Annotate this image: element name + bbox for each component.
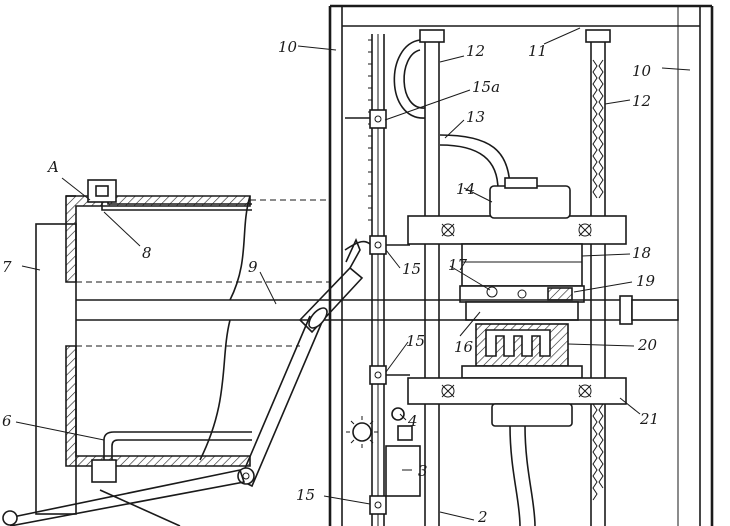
label-16: 16 [454,338,474,356]
left-vessel [35,179,330,515]
clamps [344,109,410,515]
label-a: A [46,158,59,176]
label-9: 9 [248,258,258,276]
label-13: 13 [466,108,485,126]
label-3: 3 [418,462,428,480]
label-12-left: 12 [466,42,485,60]
label-6: 6 [2,412,12,430]
mold-assembly [459,285,585,379]
label-15-upper: 15 [402,260,421,278]
leader-lines [15,27,691,521]
rack-column [368,34,385,526]
label-7: 7 [2,258,12,276]
guide-columns [419,29,611,526]
frame-assembly [328,4,714,526]
lower-crossbeam [407,377,627,526]
label-12-right: 12 [632,92,651,110]
label-18: 18 [632,244,651,262]
label-11: 11 [528,42,547,60]
label-4: 4 [407,412,418,430]
label-10-right: 10 [632,62,652,80]
label-15-lower: 15 [296,486,315,504]
horizontal-shaft [59,293,679,327]
lever-linkage [2,237,364,526]
label-10-left: 10 [278,38,298,56]
label-21: 21 [639,410,659,428]
label-15a: 15a [472,78,500,96]
label-17: 17 [448,256,468,274]
label-14: 14 [456,180,475,198]
reference-labels: A 7 8 9 6 10 10 11 12 12 15a 13 14 18 17… [2,38,659,526]
label-2: 2 [477,508,488,526]
upper-crossbeam [407,177,627,287]
label-20: 20 [637,336,658,354]
label-15-middle: 15 [406,332,425,350]
gear-wheel [346,407,421,497]
top-hose [393,39,511,191]
label-8: 8 [142,244,152,262]
label-19: 19 [636,272,656,290]
